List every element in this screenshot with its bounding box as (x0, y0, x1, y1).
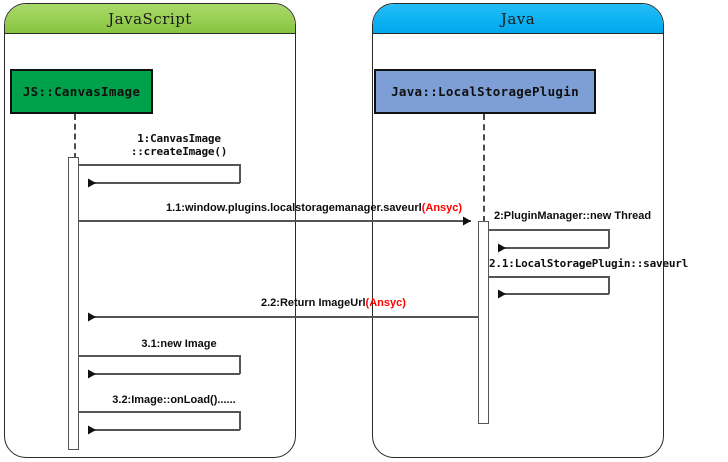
message-label-m3-2-text: 3.2:Image::onLoad()...... (112, 394, 236, 406)
message-label-m3-1-text: 3.1:new Image (141, 338, 217, 350)
message-label-m2-2-async: (Ansyc) (365, 297, 406, 309)
message-label-m2-2: 2.2:Return ImageUrl(Ansyc) (261, 297, 406, 310)
lane-javascript-title: JavaScript (5, 4, 295, 34)
lane-java-title: Java (373, 4, 663, 34)
object-box-js-canvasimage-label: JS::CanvasImage (22, 84, 141, 99)
lifeline-js-canvasimage (74, 114, 76, 159)
message-label-m1: 1:CanvasImage ::createImage() (104, 132, 254, 158)
message-label-m1-line2: ::createImage() (130, 145, 228, 158)
message-label-m1-line1: 1:CanvasImage (137, 132, 221, 145)
message-label-m1-1: 1.1:window.plugins.localstoragemanager.s… (166, 202, 462, 215)
message-label-m2: 2:PluginManager::new Thread (494, 210, 651, 223)
message-label-m2-1-text: 2.1:LocalStoragePlugin::saveurl (489, 257, 689, 270)
message-label-m3-1: 3.1:new Image (104, 338, 254, 351)
lifeline-java-localstorageplugin (483, 114, 485, 222)
message-label-m2-text: 2:PluginManager::new Thread (494, 210, 652, 222)
object-box-js-canvasimage[interactable]: JS::CanvasImage (10, 69, 153, 114)
object-box-java-localstorageplugin-label: Java::LocalStoragePlugin (391, 84, 579, 99)
message-label-m2-1: 2.1:LocalStoragePlugin::saveurl (489, 257, 688, 270)
message-label-m3-2: 3.2:Image::onLoad()...... (94, 394, 254, 407)
activation-bar-java (478, 221, 489, 424)
object-box-java-localstorageplugin[interactable]: Java::LocalStoragePlugin (374, 69, 596, 114)
message-label-m1-1-async: (Ansyc) (421, 202, 463, 214)
message-label-m1-1-text: 1.1:window.plugins.localstoragemanager.s… (166, 202, 422, 214)
message-label-m2-2-text: 2.2:Return ImageUrl (261, 297, 366, 309)
activation-bar-js (68, 157, 79, 450)
